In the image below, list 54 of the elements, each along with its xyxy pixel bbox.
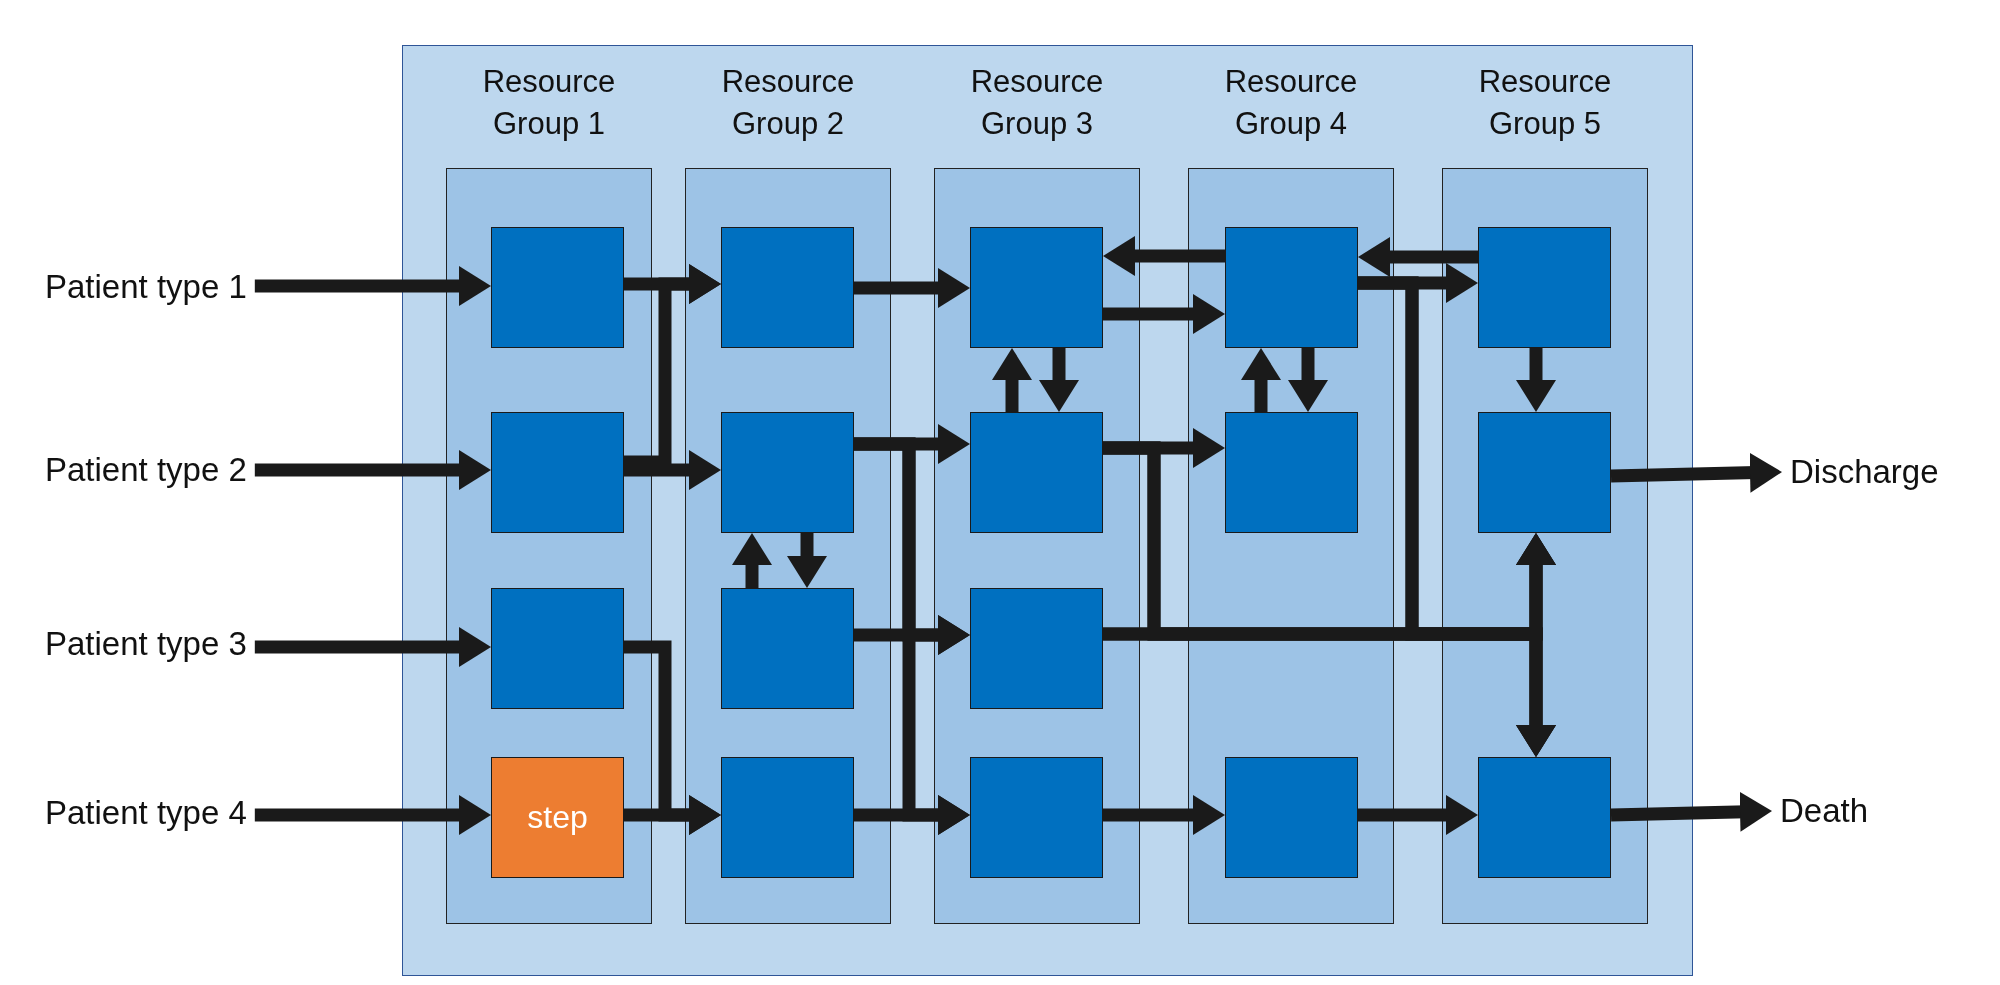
flow-arrow: [1103, 795, 1225, 835]
process-box: [970, 412, 1103, 533]
process-box: [970, 227, 1103, 348]
process-box: [970, 588, 1103, 709]
process-box: [491, 412, 624, 533]
flow-arrow: [1610, 452, 1782, 493]
process-box: [1478, 227, 1611, 348]
flow-arrow: [1516, 348, 1556, 412]
column-heading: Resource Group 1: [481, 63, 617, 143]
column-heading: Resource Group 4: [1223, 63, 1359, 143]
process-box: [1225, 757, 1358, 878]
flow-arrow: [254, 450, 491, 490]
flow-arrow: [1288, 348, 1328, 412]
flow-arrow: [854, 795, 970, 835]
row-label: Patient type 4: [45, 793, 247, 833]
flow-arrow: [624, 450, 721, 490]
flow-arrow: [732, 533, 772, 588]
flow-arrow: [254, 795, 491, 835]
process-box: [1225, 412, 1358, 533]
process-box: [721, 412, 854, 533]
process-box: [721, 227, 854, 348]
step-box: step: [491, 757, 624, 878]
process-box: [1225, 227, 1358, 348]
flow-arrow: [787, 533, 827, 588]
flow-arrow: [1103, 294, 1225, 334]
flow-arrow: [854, 268, 970, 308]
row-label: Patient type 1: [45, 267, 247, 307]
column-heading: Resource Group 3: [969, 63, 1105, 143]
outer-panel: [402, 45, 1693, 976]
outcome-label: Death: [1780, 791, 1869, 831]
flow-arrow: [1358, 237, 1478, 277]
process-box: [721, 588, 854, 709]
flow-arrow: [254, 627, 491, 667]
row-label: Patient type 2: [45, 450, 247, 490]
flow-arrow: [992, 348, 1032, 412]
process-box: [1478, 757, 1611, 878]
process-box: [491, 227, 624, 348]
flow-arrow: [254, 266, 491, 306]
process-box: [491, 588, 624, 709]
process-box: [970, 757, 1103, 878]
flow-arrow: [854, 615, 970, 655]
process-box: [1478, 412, 1611, 533]
column-heading: Resource Group 2: [720, 63, 856, 143]
column-heading: Resource Group 5: [1477, 63, 1613, 143]
outcome-label: Discharge: [1790, 452, 1939, 492]
flow-arrow: [1358, 795, 1478, 835]
flow-arrow: [624, 795, 721, 835]
flow-arrow: [1103, 236, 1225, 276]
process-box: [721, 757, 854, 878]
row-label: Patient type 3: [45, 624, 247, 664]
flow-arrow: [1358, 276, 1556, 757]
flow-arrow: [1610, 791, 1772, 832]
flow-arrow: [1039, 348, 1079, 412]
flow-arrow: [1241, 348, 1281, 412]
